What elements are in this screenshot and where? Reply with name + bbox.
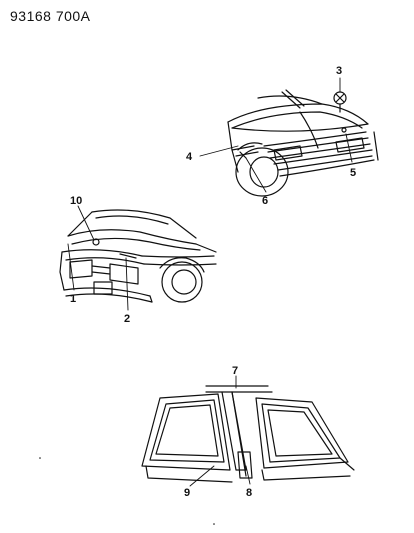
hood-ornament-emblem: [333, 91, 347, 113]
rear-car-illustration: [59, 209, 217, 303]
leader-lines: [67, 77, 353, 487]
callout-5: 5: [350, 167, 356, 179]
callout-10: 10: [70, 195, 82, 207]
front-car-illustration: [227, 89, 379, 197]
callout-1: 1: [70, 293, 76, 305]
callout-2: 2: [124, 313, 130, 325]
callout-6: 6: [262, 195, 268, 207]
callout-4: 4: [186, 151, 193, 163]
callout-9: 9: [184, 487, 190, 499]
callout-7: 7: [232, 365, 238, 377]
diagram-code: 93168 700A: [10, 8, 91, 24]
callout-3: 3: [336, 65, 342, 77]
callout-8: 8: [246, 487, 252, 499]
door-weatherstrip-illustration: [141, 385, 355, 483]
